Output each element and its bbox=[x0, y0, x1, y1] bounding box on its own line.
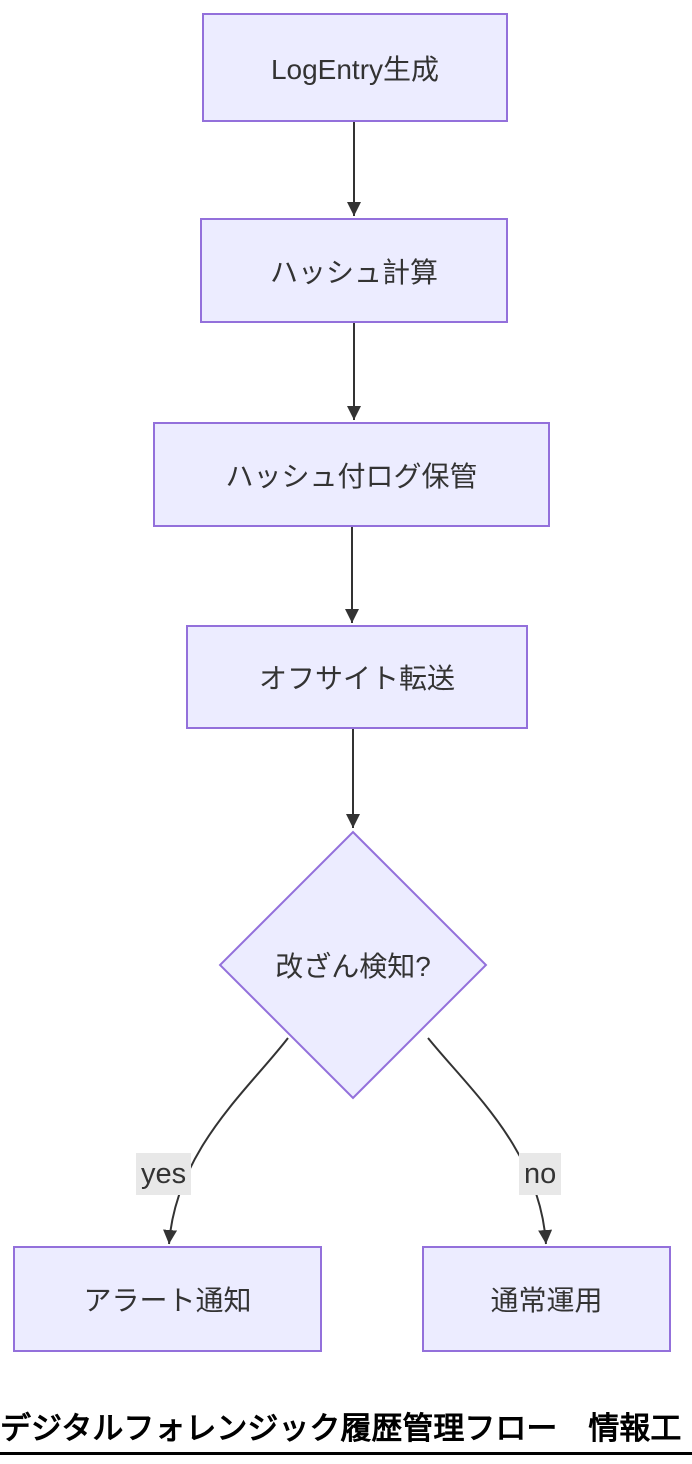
node-label: 改ざん検知? bbox=[275, 951, 431, 982]
flowchart-node-offsite-transfer: オフサイト転送 bbox=[186, 625, 528, 729]
flowchart-node-normal-operation: 通常運用 bbox=[422, 1246, 671, 1352]
flowchart-node-logentry: LogEntry生成 bbox=[202, 13, 508, 122]
caption-text: デジタルフォレンジック履歴管理フロー 情報工 bbox=[0, 1411, 682, 1446]
node-label: オフサイト転送 bbox=[258, 663, 455, 694]
flowchart-node-tamper-decision: 改ざん検知? bbox=[218, 830, 488, 1100]
node-label: LogEntry生成 bbox=[270, 53, 440, 85]
node-label: アラート通知 bbox=[83, 1285, 252, 1316]
node-label: ハッシュ付ログ保管 bbox=[225, 460, 478, 492]
edge-label-yes: yes bbox=[136, 1153, 192, 1195]
flowchart-node-alert-notify: アラート通知 bbox=[13, 1246, 322, 1352]
diagram-caption: デジタルフォレンジック履歴管理フロー 情報工 bbox=[0, 1406, 692, 1455]
flowchart-node-hash-calc: ハッシュ計算 bbox=[200, 218, 508, 323]
node-label: ハッシュ計算 bbox=[269, 256, 438, 288]
flowchart-node-hash-log-store: ハッシュ付ログ保管 bbox=[153, 422, 550, 527]
node-label: 通常運用 bbox=[490, 1285, 603, 1316]
edge-label-no: no bbox=[519, 1153, 562, 1195]
